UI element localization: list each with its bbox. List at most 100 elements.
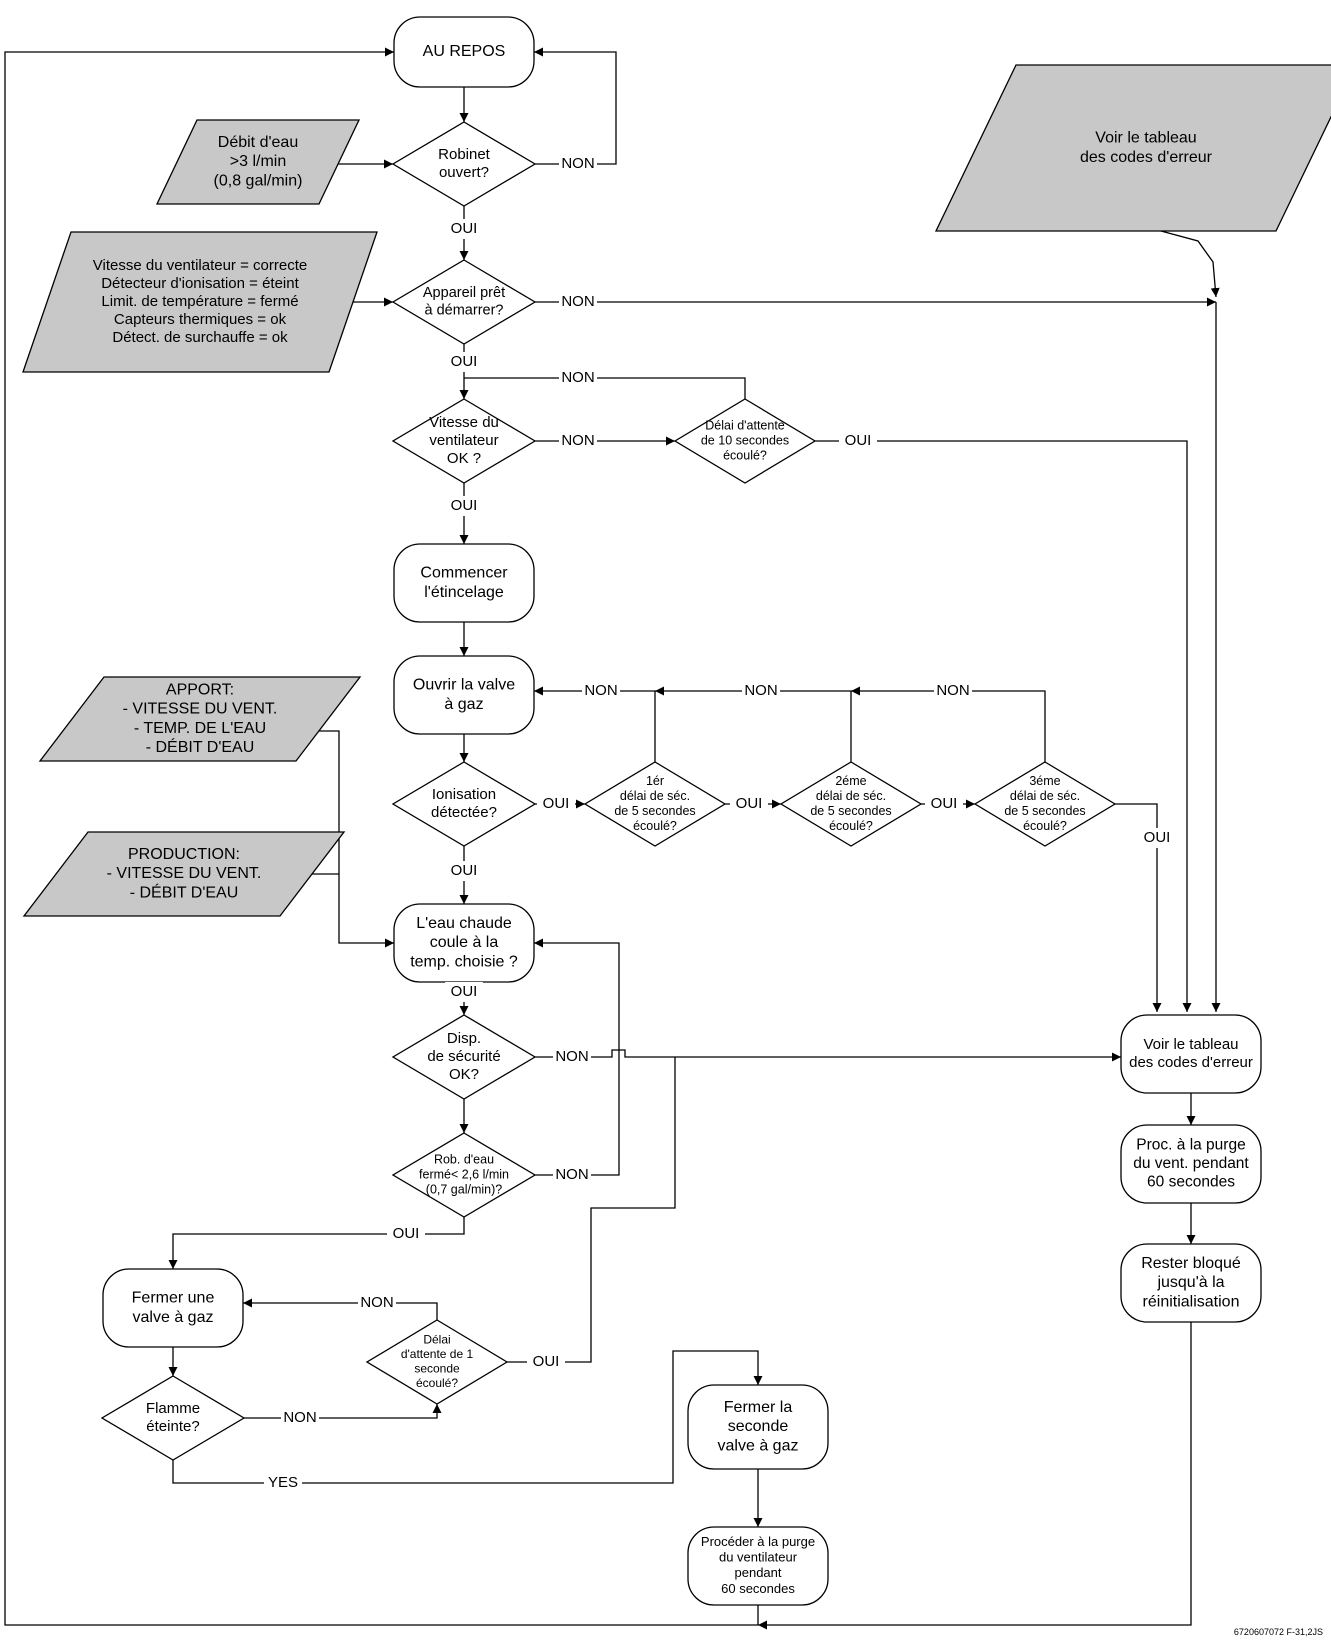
label-ion-oui-down: OUI [451, 862, 478, 879]
label-d1-oui-bg [730, 794, 768, 814]
node-debit-line-3: (0,8 gal/min) [214, 172, 303, 189]
node-apport: APPORT: - VITESSE DU VENT. - TEMP. DE L'EA… [38, 676, 362, 762]
node-cond-line-1: Vitesse du ventilateur = correcte [93, 257, 307, 274]
label-ion-oui: OUI [543, 795, 570, 812]
node-production-shape [22, 831, 346, 917]
node-delai10-line-2: de 10 secondes [701, 433, 789, 447]
node-voir_err-line-2: des codes d'erreur [1129, 1054, 1253, 1071]
node-delai1-line-4: écoulé? [416, 1376, 458, 1390]
node-d2-line-3: de 5 secondes [810, 804, 891, 818]
label-flamme-non: NON [283, 1409, 316, 1426]
edge-d3-oui-error [1115, 803, 1162, 1012]
node-fermer2-shape [687, 1384, 829, 1470]
node-debit-shape [155, 119, 361, 205]
edge-delai1-non-fermer1 [243, 1298, 438, 1320]
node-d2-line-2: délai de séc. [816, 789, 886, 803]
figure-reference: 6720607072 F-31,2JS [1233, 1627, 1323, 1637]
node-cond: Vitesse du ventilateur = correcteDétecte… [22, 231, 378, 373]
node-apport-line-2: - VITESSE DU VENT. [123, 701, 278, 718]
label-pret-oui: OUI [451, 353, 478, 370]
node-etincelage-shape [393, 543, 535, 623]
node-d2-shape [779, 761, 923, 847]
node-purge2-line-4: 60 secondes [721, 1581, 795, 1596]
label-eau-oui-bg [445, 982, 483, 1002]
node-delai10-line-3: écoulé? [723, 448, 767, 462]
node-bloque-line-1: Rester bloqué [1141, 1255, 1241, 1272]
node-bloque-shape [1120, 1243, 1262, 1323]
label-ion-oui-down-bg [445, 861, 483, 881]
label-vitesse-oui-bg [445, 496, 483, 516]
label-delai1-non: NON [360, 1294, 393, 1311]
node-purge1-line-1: Proc. à la purge [1136, 1136, 1245, 1153]
node-d1-shape [583, 761, 727, 847]
label-robinet-non: NON [561, 155, 594, 172]
node-d3-shape [973, 761, 1117, 847]
label-delai10-oui: OUI [845, 432, 872, 449]
edge-d3-non [851, 686, 1046, 762]
node-apport-line-3: - TEMP. DE L'EAU [134, 720, 266, 737]
node-disp-line-1: Disp. [447, 1030, 481, 1047]
edge-flamme-non-delai1 [244, 1404, 442, 1419]
node-delai1-line-1: Délai [423, 1333, 450, 1347]
node-vitesse-shape [391, 398, 537, 484]
node-pret-line-1: Appareil prêt [423, 285, 505, 301]
label-pret-non: NON [561, 293, 594, 310]
label-delai10-non: NON [561, 369, 594, 386]
node-apport-line-1: APPORT: [166, 681, 234, 698]
label-vitesse-non: NON [561, 432, 594, 449]
edge-voir-top-curve [1160, 230, 1220, 298]
node-ouvrir-shape [393, 655, 535, 735]
edge-disp-non-error [535, 1049, 1121, 1062]
label-pret-non-bg [559, 292, 597, 312]
node-bloque-line-3: réinitialisation [1143, 1293, 1240, 1310]
label-robinet-non-bg [559, 154, 597, 174]
label-flamme-yes: YES [268, 1474, 298, 1491]
label-eau-oui: OUI [451, 983, 478, 1000]
node-eauchaude-line-2: coule à la [430, 934, 499, 951]
edge-bloque-return [758, 1322, 1192, 1630]
label-d2-oui-bg [925, 794, 963, 814]
label-flamme-non-bg [281, 1408, 319, 1428]
node-production: PRODUCTION:- VITESSE DU VENT.- DÉBIT D'E… [22, 831, 346, 917]
label-flamme-yes-bg [264, 1473, 302, 1493]
node-bloque-line-2: jusqu'à la [1156, 1274, 1224, 1291]
label-d2-oui: OUI [931, 795, 958, 812]
node-cond-line-3: Limit. de température = fermé [101, 293, 298, 310]
label-ion-oui-bg [537, 794, 575, 814]
edge-return-to-repos [4, 47, 758, 1626]
node-eauchaude-line-1: L'eau chaude [416, 915, 512, 932]
node-purge2-line-1: Procéder à la purge [701, 1534, 815, 1549]
node-pret-line-2: à démarrer? [425, 303, 504, 319]
node-ouvrir-line-2: à gaz [444, 696, 483, 713]
node-rob-line-2: fermé< 2,6 l/min [419, 1167, 509, 1181]
edge-d1-non-ouvrir [534, 686, 656, 762]
node-production-line-3: - DÉBIT D'EAU [130, 882, 239, 901]
label-delai10-oui-bg [839, 431, 877, 451]
node-purge2-shape [687, 1526, 829, 1606]
label-delai1-oui-bg [527, 1352, 565, 1372]
node-delai10-shape [673, 398, 817, 484]
label-robinet-oui-bg [445, 219, 483, 239]
node-fermer2-line-3: valve à gaz [718, 1437, 799, 1454]
node-disp-shape [391, 1014, 537, 1100]
label-delai10-non-bg [559, 368, 597, 388]
node-flamme-shape [100, 1375, 246, 1461]
node-repos-line-1: AU REPOS [423, 43, 506, 60]
